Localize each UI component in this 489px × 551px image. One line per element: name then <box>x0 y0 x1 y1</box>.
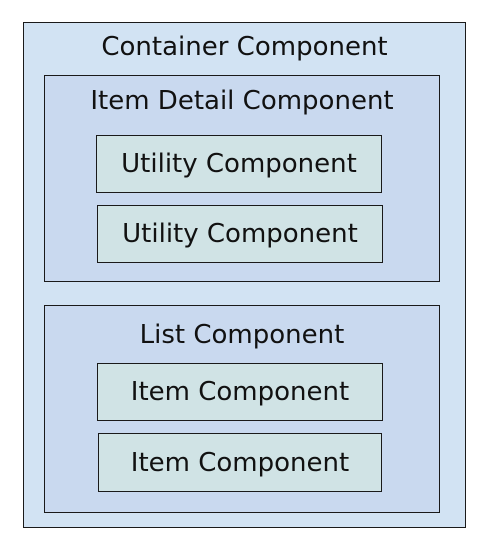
utility-component-label: Utility Component <box>121 149 357 179</box>
item-component-box: Item Component <box>98 433 382 492</box>
item-component-box: Item Component <box>97 363 383 421</box>
item-component-label: Item Component <box>130 447 350 478</box>
utility-component-label: Utility Component <box>122 219 358 249</box>
item-detail-component-label: Item Detail Component <box>90 86 394 116</box>
item-component-label: Item Component <box>130 377 350 407</box>
list-component-label: List Component <box>139 320 345 350</box>
utility-component-box: Utility Component <box>96 135 382 193</box>
utility-component-box: Utility Component <box>97 205 383 263</box>
container-component-label: Container Component <box>101 32 388 62</box>
